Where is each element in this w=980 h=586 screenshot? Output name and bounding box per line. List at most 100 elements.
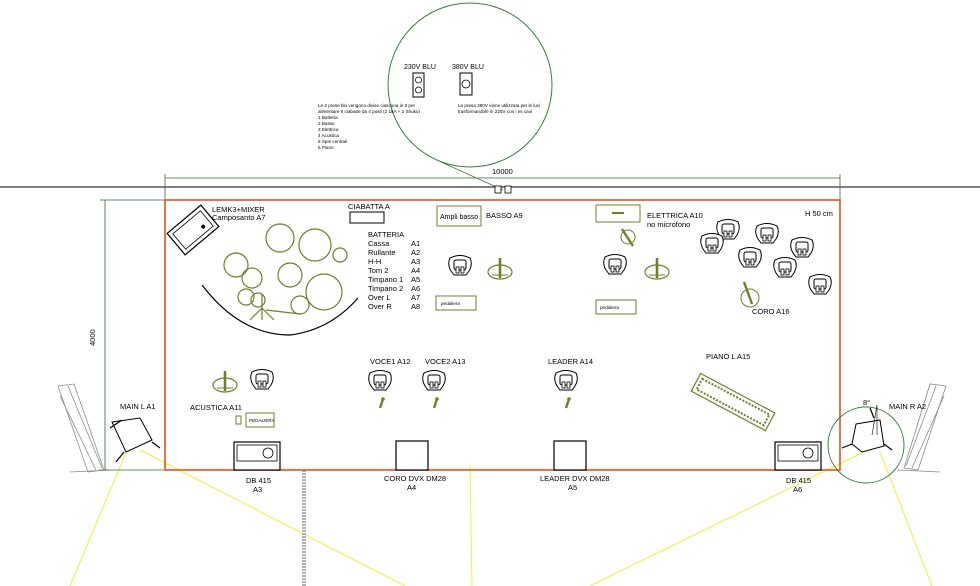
voce2-label: VOCE2 A13 [425,357,465,366]
voce1-mic-icon [378,396,386,410]
leader-label: LEADER A14 [548,357,593,366]
bass-player-icon [448,255,472,276]
depth-dimension [100,199,165,471]
pedaliera-acustica-box [245,412,275,428]
coro-dvx-ch: A4 [407,483,416,492]
svg-text:3 Elettrica: 3 Elettrica [318,127,339,132]
acustica-stand-icon [211,369,239,394]
elettrica-label: ELETTRICA A10 [647,211,703,220]
main-l-label: MAIN L A1 [120,402,156,411]
svg-text:La presa 380V viene utilizzata: La presa 380V viene utilizzata per le lu… [458,103,540,108]
svg-text:A8: A8 [411,302,420,311]
piano-keyboard-icon [690,372,776,432]
voce1-singer-icon [368,370,392,391]
width-dimension [164,174,841,200]
power-note-right: La presa 380V viene utilizzata per le lu… [458,103,540,114]
leader-dvx-ch: A5 [568,483,577,492]
outlet-380-icon [459,72,473,96]
voce2-mic-icon [432,396,440,410]
voce2-singer-icon [422,370,446,391]
ciabatta-label: CIABATTA A [348,202,390,211]
svg-text:A6: A6 [411,284,420,293]
power-callout [387,2,553,194]
leader-singer-icon [554,370,578,391]
elettrica-note: no microfono [647,220,690,229]
main-r-callout [827,404,905,484]
camposanto-label: Camposanto A7 [212,213,265,222]
db415-right-icon [774,441,822,471]
acustica-label: ACUSTICA A11 [190,403,242,412]
height-label: H 50 cm [805,209,833,218]
coro-label: CORO A16 [752,307,790,316]
svg-text:2 Basso: 2 Basso [318,121,335,126]
depth-label: 4000 [88,329,97,346]
elettrica-player-icon [603,254,627,275]
svg-text:6 Piano: 6 Piano [318,145,334,150]
leader-dvx-monitor-icon [553,440,587,471]
db415-left-ch: A3 [253,485,262,494]
svg-text:Over R: Over R [368,302,392,311]
svg-text:5 Spie centrali: 5 Spie centrali [318,139,347,144]
pedaliera-elettrica-label: pedaliera [600,305,619,310]
svg-text:Le 2 prese blu vengono divise: Le 2 prese blu vengono divise ciascuna i… [318,103,416,108]
drum-kit-icon [201,223,359,336]
lemk-label: LEMK3+MIXER [212,205,265,214]
pedaliera-acustica-label: PEDALIERA [249,418,276,423]
svg-text:H-H: H-H [368,257,381,266]
svg-text:Timpano 1: Timpano 1 [368,275,403,284]
svg-text:A7: A7 [411,293,420,302]
left-truss [57,383,111,473]
db415-right-label: DB 415 [786,476,811,485]
acustica-di-icon [235,415,242,425]
width-label: 10000 [492,167,513,176]
pedaliera-elettrica-box [595,299,637,315]
basso-label: BASSO A9 [486,211,523,220]
light-beams [69,447,933,586]
piano-label: PIANO L A15 [706,352,750,361]
batteria-list: Cassa A1 Rullante A2 H-H A3 Tom 2 A4 Timpano… [368,239,420,311]
pedaliera-bass-label: pedaliera [441,301,460,306]
svg-text:alimentare 6 ciabatte da 4 pos: alimentare 6 ciabatte da 4 posti (2 16A … [318,109,420,114]
svg-text:A4: A4 [411,266,420,275]
svg-text:1 Batteria: 1 Batteria [318,115,338,120]
choir-group [700,219,832,295]
db415-left-label: DB 415 [246,476,271,485]
main-l-speaker-icon [109,417,161,463]
power-note-left: Le 2 prese blu vengono divise ciascuna i… [318,103,420,150]
outlet-230-label: 230V BLU [404,64,436,71]
svg-text:Over L: Over L [368,293,391,302]
right-truss [897,383,947,473]
coro-dvx-monitor-icon [395,440,429,471]
ampli-basso-box [436,205,482,227]
acustica-player-icon [250,369,274,390]
coro-mic-icon [740,281,760,308]
db415-left-icon [233,441,281,471]
mixer-icon [166,204,220,256]
main-r-label: MAIN R A2 [889,402,926,411]
svg-text:Rullante: Rullante [368,248,396,257]
svg-text:trasformandole in 220V con i n: trasformandole in 220V con i ns cavi [458,109,532,114]
leader-dvx-label: LEADER DVX DM28 [540,474,610,483]
svg-text:A2: A2 [411,248,420,257]
outlet-230-icon [412,72,425,98]
ciabatta-icon [349,211,385,224]
outlet-380-label: 380V BLU [452,64,484,71]
bass-amp-mic-icon [486,256,514,281]
elettrica-mic-icon [620,228,636,247]
svg-text:A5: A5 [411,275,420,284]
svg-text:4 Acustica: 4 Acustica [318,133,339,138]
elettrica-stand-icon [643,256,671,281]
pedaliera-bass-box [435,295,477,311]
svg-text:A1: A1 [411,239,420,248]
svg-text:A3: A3 [411,257,420,266]
voce1-label: VOCE1 A12 [370,357,410,366]
batteria-title: BATTERIA [368,230,404,239]
svg-text:Cassa: Cassa [368,239,390,248]
svg-text:Timpano 2: Timpano 2 [368,284,403,293]
leader-mic-icon [564,396,572,410]
angle-label: 8° [863,398,870,407]
db415-right-ch: A6 [793,485,802,494]
ampli-basso-label: Ampli basso [440,214,478,221]
svg-text:Tom 2: Tom 2 [368,266,388,275]
